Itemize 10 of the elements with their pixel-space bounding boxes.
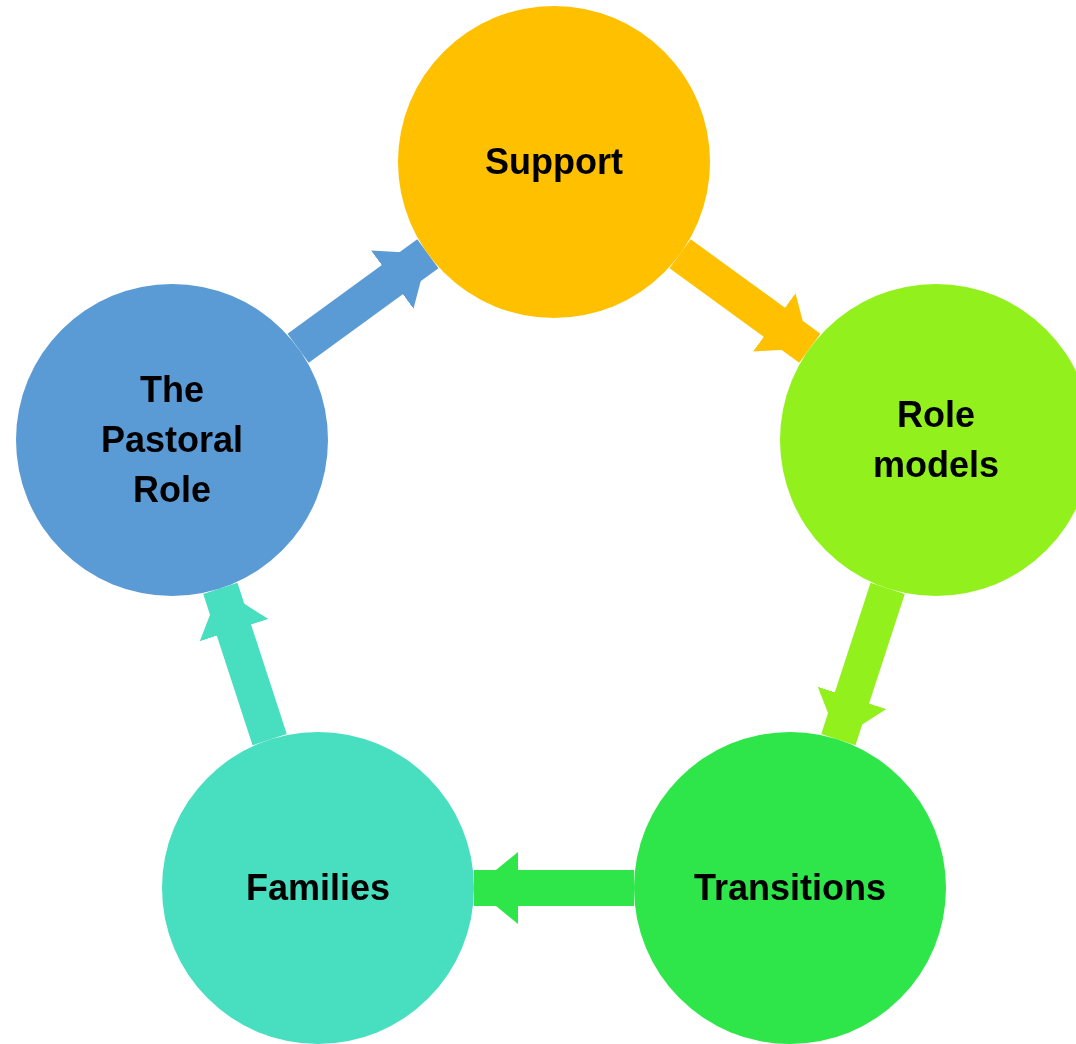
node-label: The Pastoral Role (99, 368, 245, 512)
node-label: Families (245, 866, 391, 910)
block-arrow (474, 852, 634, 924)
node-label: Support (485, 140, 623, 184)
node-label: Role models (871, 393, 1000, 487)
block-arrow (669, 239, 821, 363)
node-label: Transitions (693, 866, 886, 910)
block-arrow (287, 239, 439, 363)
block-arrow (817, 582, 905, 746)
block-arrow (199, 582, 287, 746)
